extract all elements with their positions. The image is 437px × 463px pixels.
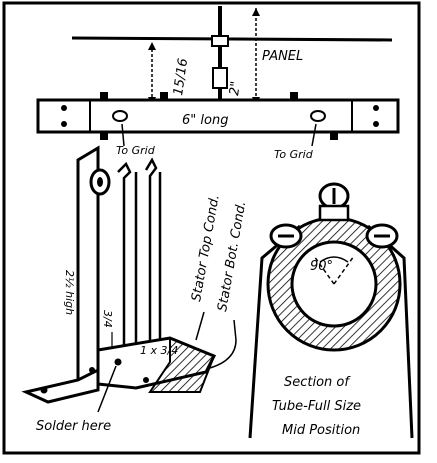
solder-point — [114, 358, 122, 366]
tab-b — [160, 92, 168, 100]
tube-section — [248, 182, 414, 439]
to-grid-right-label: To Grid — [274, 148, 314, 161]
fifteen-sixteenths-label: 15/16 — [171, 57, 191, 96]
panel-label: PANEL — [262, 49, 303, 64]
stator-top-leader — [195, 311, 205, 341]
solder-here-label: Solder here — [36, 419, 111, 434]
to-grid-left-label: To Grid — [116, 144, 156, 157]
shaft-coupling — [212, 67, 228, 89]
solder-leader — [97, 365, 117, 413]
grid-screw-left — [112, 110, 128, 122]
outer-frame — [2, 1, 421, 455]
bushing-hole — [97, 177, 103, 187]
section-line-1: Section of — [284, 375, 351, 390]
tab-d — [100, 132, 108, 140]
dim-arrow-left-top — [148, 42, 156, 50]
strip-one — [117, 161, 132, 372]
bracket-assembly — [21, 145, 217, 413]
angle-arc — [319, 256, 349, 263]
width-label: 3/4 — [101, 310, 114, 328]
bar-hole-right-top — [373, 105, 379, 111]
panel-assembly — [36, 6, 400, 140]
grid-screw-right — [310, 110, 326, 122]
strip-three — [144, 157, 158, 346]
dim-arrow-right-top — [252, 8, 260, 16]
section-line-2: Tube-Full Size — [272, 399, 361, 414]
height-label: 2½ high — [63, 270, 76, 315]
bar-hole-left-bottom — [61, 121, 67, 127]
base-size-label: 1 x 3/4 — [140, 344, 178, 357]
foot-hole — [40, 386, 48, 394]
mounting-bar — [36, 98, 400, 134]
vertical-bracket — [76, 145, 100, 380]
clamp-nut — [318, 204, 350, 222]
bar-hole-right-bottom — [373, 121, 379, 127]
stator-bot-leader — [209, 319, 237, 369]
stator-bot-label: Stator Bot. Cond. — [215, 200, 249, 313]
base-plate-shaded — [148, 336, 216, 393]
tab-a — [100, 92, 108, 100]
to-grid-left-leader — [121, 123, 125, 147]
panel-line — [71, 36, 393, 42]
to-grid-right-leader — [311, 123, 317, 147]
section-line-3: Mid Position — [282, 423, 360, 438]
bar-hole-left-top — [61, 105, 67, 111]
base-hole-left — [89, 367, 95, 373]
bracket-foot — [21, 367, 100, 404]
tab-e — [330, 132, 338, 140]
stator-top-label: Stator Top Cond. — [189, 194, 223, 303]
bar-length-label: 6" long — [182, 113, 228, 128]
panel-bushing — [211, 35, 229, 47]
angle-label: 90° — [310, 259, 333, 274]
two-inch-label: 2" — [227, 80, 244, 96]
base-hole-right — [143, 377, 149, 383]
angle-lines — [313, 255, 355, 285]
tab-c — [290, 92, 298, 100]
